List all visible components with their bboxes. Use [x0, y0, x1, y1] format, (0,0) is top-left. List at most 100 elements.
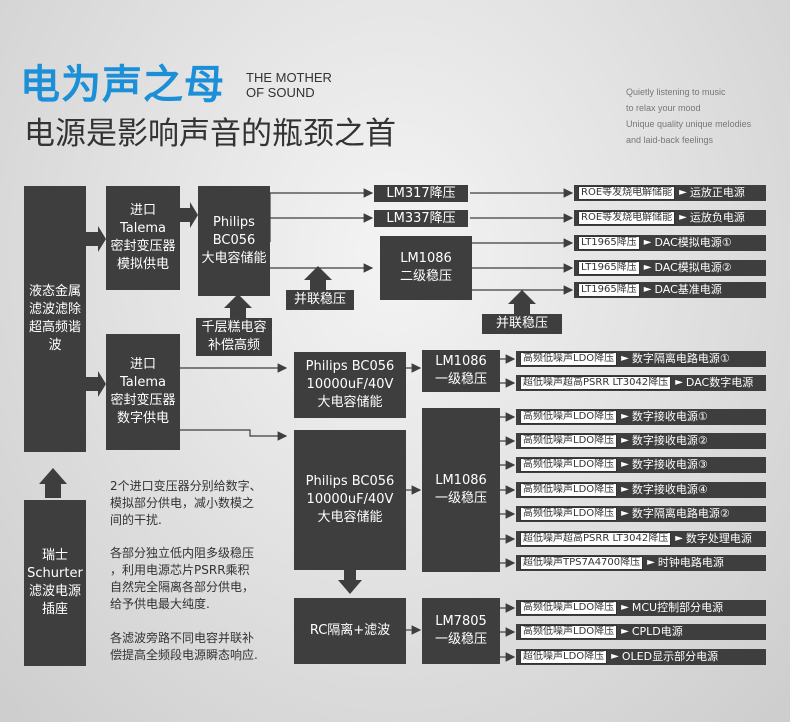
digital-output-row: 超低噪声TPS7A4700降压 ► 时钟电路电源 [516, 555, 766, 571]
regulator-tag: LT1965降压 [578, 236, 640, 250]
output-label: 运放正电源 [689, 186, 745, 199]
arrow-icon: ► [643, 237, 652, 248]
arrow-icon: ► [621, 353, 629, 364]
note-line: 偿提高全频段电源瞬态响应. [110, 648, 258, 662]
box-line: 插座 [41, 602, 68, 617]
box-line: 二级稳压 [399, 269, 452, 284]
output-label: 数字隔离电路电源② [631, 507, 730, 520]
box-line: Philips [213, 215, 255, 230]
arrow-icon: ► [675, 533, 683, 544]
note-line: 模拟部分供电，减小数模之 [110, 496, 255, 510]
quote-line: to relax your mood [626, 103, 701, 113]
output-label: 数字接收电源① [631, 410, 708, 423]
lm337-box: LM337降压 [374, 210, 468, 227]
arrow-icon: ► [621, 626, 629, 637]
regulator-tag: 超低噪声LDO降压 [520, 650, 608, 664]
regulator-tag: 高频低噪声LDO降压 [520, 625, 618, 639]
box-line: 模拟供电 [116, 257, 169, 272]
digital-output-row: 高频低噪声LDO降压 ► CPLD电源 [516, 624, 766, 640]
regulator-tag: 高频低噪声LDO降压 [520, 410, 618, 424]
lm7805-box: LM7805 一级稳压 [422, 598, 500, 664]
digital-output-row: 高频低噪声LDO降压 ► 数字隔离电路电源② [516, 506, 766, 522]
box-line: 一级稳压 [434, 491, 487, 506]
digital-output-row: 超低噪声LDO降压 ► OLED显示部分电源 [516, 649, 766, 665]
rc-filter-box: RC隔离+滤波 [294, 598, 406, 664]
analog-output-row: LT1965降压 ► DAC基准电源 [574, 282, 766, 298]
liquid-metal-filter-box: 液态金属 滤波滤除 超高频谐 波 [24, 186, 86, 452]
arrow-icon: ► [675, 377, 683, 388]
note-line: 自然完全隔离各部分供电， [110, 580, 255, 594]
box-line: Philips BC056 [305, 474, 395, 489]
digital-output-row: 高频低噪声LDO降压 ► 数字接收电源③ [516, 457, 766, 473]
box-line: Talema [119, 375, 166, 390]
digital-output-row: 高频低噪声LDO降压 ► 数字隔离电路电源① [516, 351, 766, 367]
arrow-icon: ► [621, 411, 629, 422]
note-regulation: 各部分独立低内阻多级稳压 ，利用电源芯片PSRR乘积 自然完全隔离各部分供电， … [110, 545, 254, 613]
main-title: 电为声之母 [20, 62, 225, 108]
note-line: 各滤波旁路不同电容并联补 [110, 631, 255, 645]
box-line: Schurter [27, 566, 83, 581]
digital-output-row: 超低噪声超高PSRR LT3042降压 ► 数字处理电源 [516, 531, 766, 547]
analog-output-row: LT1965降压 ► DAC模拟电源② [574, 260, 766, 276]
talema-digital-transformer-box: 进口 Talema 密封变压器 数字供电 [106, 334, 180, 450]
box-line: Philips BC056 [305, 359, 395, 374]
regulator-tag: 高频低噪声LDO降压 [520, 352, 618, 366]
arrow-icon: ► [679, 212, 687, 223]
note-line: 间的干扰. [110, 513, 162, 527]
lm1086-first-stage-box-1: LM1086 一级稳压 [422, 350, 500, 392]
box-line: 进口 [129, 357, 156, 372]
output-label: 数字接收电源② [631, 434, 708, 447]
quote-line: and laid-back feelings [626, 135, 714, 145]
box-line: 滤波滤除 [28, 302, 81, 317]
parallel-regulator-2: 并联稳压 [482, 314, 562, 334]
output-label: 时钟电路电源 [657, 556, 724, 569]
box-line: 一级稳压 [434, 372, 487, 387]
box-line: 密封变压器 [110, 393, 176, 408]
box-line: 超高频谐 [28, 320, 81, 335]
quote-line: Unique quality unique melodies [626, 119, 752, 129]
box-line: 大电容储能 [201, 251, 267, 266]
box-line: 一级稳压 [434, 632, 487, 647]
lm1086-first-stage-box-2: LM1086 一级稳压 [422, 408, 500, 572]
arrow-icon: ► [643, 262, 652, 273]
box-line: 大电容储能 [317, 395, 383, 410]
output-label: DAC模拟电源① [654, 236, 732, 249]
output-label: 运放负电源 [689, 211, 745, 224]
box-line: BC056 [212, 233, 256, 248]
regulator-tag: 高频低噪声LDO降压 [520, 601, 618, 615]
regulator-tag: ROE等发烧电解储能 [578, 186, 676, 200]
title-english-line2: OF SOUND [246, 85, 315, 100]
note-line: 给予供电最大纯度. [110, 597, 210, 611]
box-line: 10000uF/40V [306, 377, 394, 392]
note-line: 2个进口变压器分别给数字、 [110, 479, 262, 493]
regulator-tag: 高频低噪声LDO降压 [520, 458, 618, 472]
philips-digital-cap-box-1: Philips BC056 10000uF/40V 大电容储能 [294, 352, 406, 418]
subtitle: 电源是影响声音的瓶颈之首 [24, 116, 396, 152]
philips-analog-cap-box: Philips BC056 大电容储能 [198, 186, 270, 296]
box-line: 滤波电源 [28, 584, 81, 599]
box-line: 密封变压器 [110, 239, 176, 254]
output-label: 数字接收电源④ [631, 483, 708, 496]
note-line: ，利用电源芯片PSRR乘积 [110, 563, 250, 577]
output-label: DAC模拟电源② [654, 261, 732, 274]
box-line: 进口 [129, 203, 156, 218]
box-line: 液态金属 [28, 284, 81, 299]
regulator-tag: LT1965降压 [578, 261, 640, 275]
regulator-tag: 超低噪声超高PSRR LT3042降压 [520, 532, 672, 546]
box-line: Talema [119, 221, 166, 236]
box-line: 瑞士 [41, 548, 68, 563]
digital-output-row: 高频低噪声LDO降压 ► 数字接收电源④ [516, 482, 766, 498]
schurter-socket-box: 瑞士 Schurter 滤波电源 插座 [24, 500, 86, 666]
arrow-icon: ► [621, 508, 629, 519]
arrow-icon: ► [621, 435, 629, 446]
box-line: 大电容储能 [317, 510, 383, 525]
output-label: CPLD电源 [631, 625, 683, 638]
quote: Quietly listening to music to relax your… [626, 84, 751, 148]
analog-output-row: ROE等发烧电解储能 ► 运放正电源 [574, 185, 766, 201]
digital-output-row: 高频低噪声LDO降压 ► 数字接收电源② [516, 433, 766, 449]
note-line: 各部分独立低内阻多级稳压 [110, 546, 255, 560]
film-cap-box: 千层糕电容 补偿高频 [196, 318, 272, 356]
regulator-tag: 超低噪声TPS7A4700降压 [520, 556, 644, 570]
output-label: DAC基准电源 [654, 283, 722, 296]
